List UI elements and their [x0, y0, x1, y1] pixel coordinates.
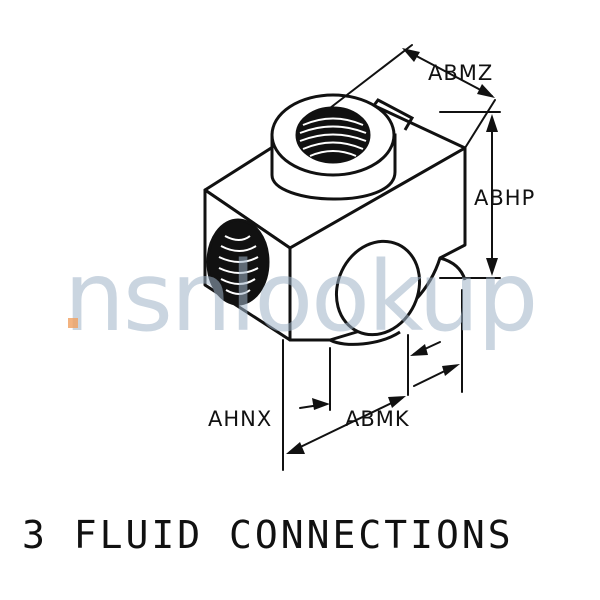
watermark: nsnlookup	[64, 241, 538, 353]
arrow-abmk-right	[388, 396, 406, 408]
label-abhp: ABHP	[474, 186, 535, 210]
label-abmz: ABMZ	[428, 61, 493, 85]
arrow-abhp-top	[486, 114, 498, 132]
arrow-spacing-bottom	[442, 364, 460, 376]
side-port	[334, 239, 422, 337]
label-ahnx: AHNX	[208, 407, 272, 431]
left-port	[206, 218, 270, 306]
dimension-lines	[282, 44, 501, 471]
arrow-abhp-bottom	[486, 258, 498, 276]
left-port-threads	[218, 235, 259, 295]
arrow-ahnx	[312, 398, 330, 410]
diagram-caption: 3 FLUID CONNECTIONS	[22, 513, 514, 557]
arrow-abmz-right	[477, 84, 495, 98]
arrow-spacing-top	[410, 344, 428, 356]
arrow-abmk-left	[286, 442, 305, 454]
watermark-text: nsnlookup	[64, 241, 536, 353]
watermark-accent	[68, 318, 78, 328]
arrow-abmz-left	[402, 48, 420, 62]
label-abmk: ABMK	[345, 407, 410, 431]
top-boss-flat	[370, 98, 415, 131]
top-port	[270, 93, 397, 201]
top-port-threads	[299, 117, 367, 157]
arrowheads	[286, 48, 498, 454]
